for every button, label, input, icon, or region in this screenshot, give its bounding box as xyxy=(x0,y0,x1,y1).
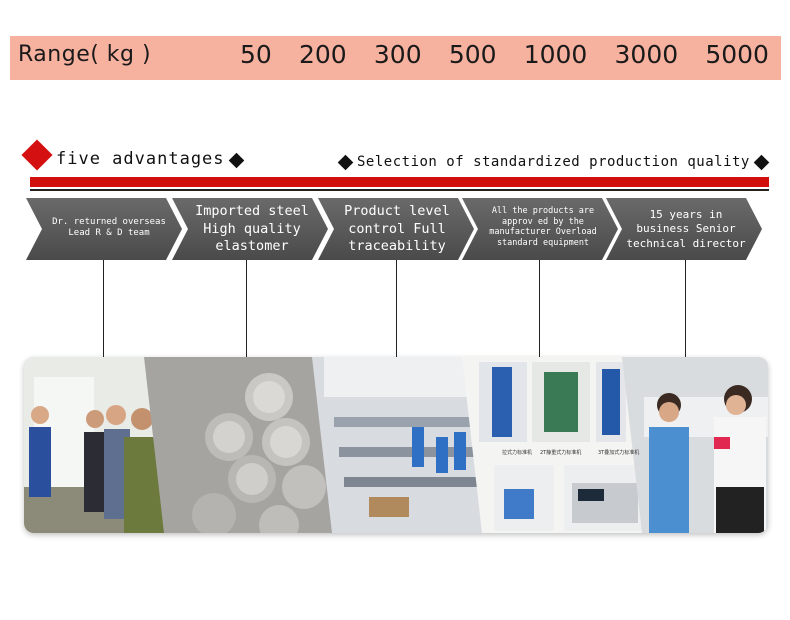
team-photo xyxy=(24,357,164,533)
black-divider xyxy=(30,189,769,191)
range-value: 3000 xyxy=(614,40,679,69)
photo-caption: 3T叠加式力标准机 xyxy=(598,450,640,456)
selection-title: Selection of standardized production qua… xyxy=(357,154,750,170)
connector-line xyxy=(246,260,247,365)
workers-photo xyxy=(622,357,768,533)
range-label: Range( kg ) xyxy=(18,42,152,67)
chevron-1 xyxy=(26,198,182,260)
range-value: 300 xyxy=(373,40,422,69)
chevron-2 xyxy=(172,198,328,260)
range-value: 1000 xyxy=(523,40,588,69)
photo-caption: 拉式力标准机 xyxy=(502,450,533,456)
range-values: 50 200 300 500 1000 3000 5000 xyxy=(240,40,769,69)
range-value: 50 xyxy=(240,40,272,69)
range-value: 200 xyxy=(299,40,347,69)
photo-caption: 2T静重式力标准机 xyxy=(540,450,582,456)
connector-line xyxy=(539,260,540,365)
connector-line xyxy=(103,260,104,365)
steel-bars-photo xyxy=(144,357,344,533)
range-bar: Range( kg ) 50 200 300 500 1000 3000 500… xyxy=(10,36,781,80)
range-value: 5000 xyxy=(705,40,769,69)
equipment-photo xyxy=(462,357,646,533)
chevron-4 xyxy=(462,198,618,260)
connector-line xyxy=(396,260,397,365)
advantages-title: five advantages xyxy=(56,149,225,169)
range-value: 500 xyxy=(448,40,497,69)
red-divider xyxy=(30,177,769,187)
photo-strip: 拉式力标准机 2T静重式力标准机 3T叠加式力标准机 xyxy=(24,357,768,533)
factory-photo xyxy=(312,357,504,533)
connector-line xyxy=(685,260,686,365)
chevron-3 xyxy=(318,198,474,260)
chevron-5 xyxy=(606,198,762,260)
photo-collage xyxy=(24,357,768,533)
